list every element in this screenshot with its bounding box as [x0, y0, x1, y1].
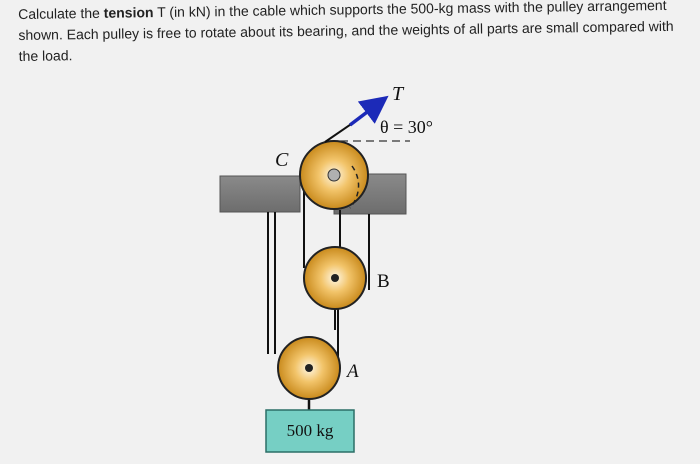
- pulley-C: [299, 140, 369, 210]
- label-B: B: [377, 271, 390, 292]
- label-theta: θ = 30°: [380, 117, 433, 137]
- mass-block: [265, 409, 355, 453]
- label-A: A: [345, 361, 359, 382]
- dashed-wrap: [349, 165, 360, 209]
- tension-arrow: [348, 95, 389, 127]
- pulley-A: [277, 336, 341, 400]
- label-C: C: [275, 149, 289, 171]
- pulley-B: [303, 246, 367, 310]
- mass-label: 500 kg: [287, 421, 334, 440]
- left-support-block: [219, 175, 301, 213]
- label-T: T: [392, 83, 405, 105]
